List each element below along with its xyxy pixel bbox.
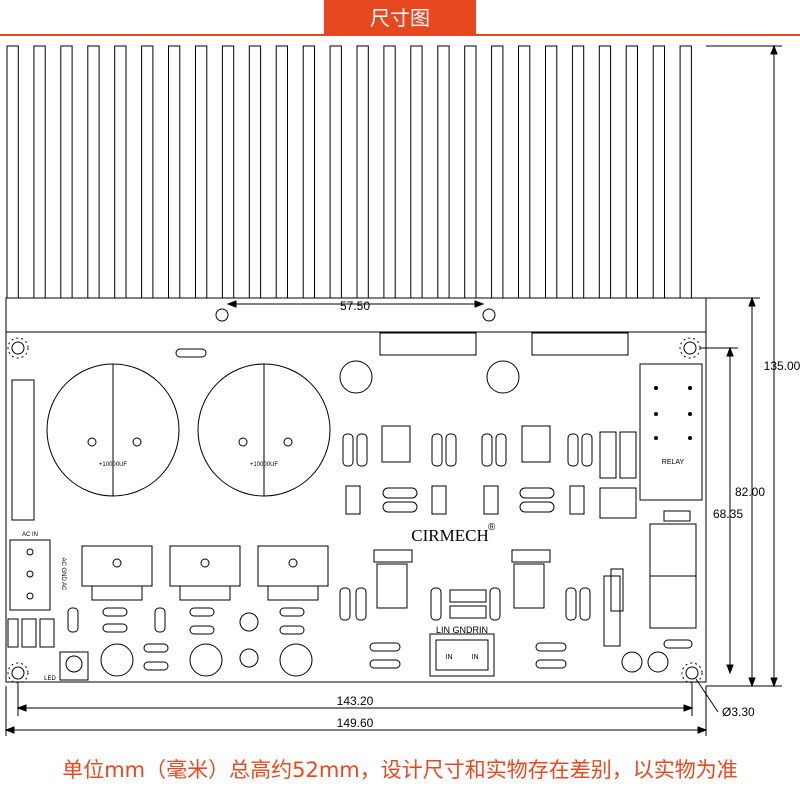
heatsink-fin [383,45,396,299]
dimension-board-height [706,296,760,688]
resistor-array-middle [342,431,637,515]
cap-small-1 [239,612,259,632]
cap-input-left [339,360,373,394]
heatsink-fin [410,45,423,299]
footer-note: 单位mm（毫米）总高约52mm，设计尺寸和实物存在差别，以实物为准 [62,758,738,782]
heatsink-fin [114,45,127,299]
dim-label-hole-horizontal: 143.20 [337,694,374,708]
heatsink-hole-left [215,308,229,322]
heatsink-fin [6,45,19,299]
heatsink-fin [248,45,262,299]
banner-title: 尺寸图 [324,0,476,36]
heatsink-fin [518,45,531,299]
heatsink-fin [464,45,477,299]
vertical-connector [603,575,621,647]
mounting-hole-top-left [7,337,29,359]
ac-input-terminal [9,539,51,611]
heatsink-fin [571,45,585,299]
cap-left-label: +10000UF [99,462,128,468]
power-transistor-3 [257,545,329,601]
heatsink-fin [329,45,342,299]
led-socket [59,651,89,681]
lower-middle-components [339,549,591,669]
dimension-total-height [706,44,782,688]
heatsink-fin [87,45,100,299]
heatsink-fin [652,45,666,299]
heatsink-fin [60,45,73,299]
filter-capacitor-right [197,363,331,497]
heatsink-fin [221,45,235,299]
cap-bottom-1 [100,643,134,677]
filter-capacitor-left [46,363,180,497]
dim-label-total-height: 135.00 [764,359,800,373]
heatsink-fin [356,45,369,299]
resistor-top [175,348,207,358]
board-brand-registered: ® [488,522,496,533]
cap-bottom-3 [279,643,313,677]
heatsink-fin [168,45,181,299]
dim-label-board-width: 149.60 [337,716,374,730]
mounting-hole-top-right [679,337,701,359]
heatsink-fin [195,45,208,299]
heatsink-fin [625,45,639,299]
header-connector-left [379,332,477,356]
dimension-hole-horizontal [16,684,694,716]
ic-socket-right [521,425,551,463]
heatsink-fin [141,45,154,299]
cap-input-right [486,360,520,394]
cap-right-label: +10000UF [250,462,279,468]
power-transistor-1 [81,545,153,601]
ic-socket-left [381,425,411,463]
input-terminal-label: LIN GNDRIN [436,625,488,635]
relay [639,363,703,501]
dimension-hole-diameter-leader [695,678,719,713]
heatsink-fin [545,45,558,299]
relay-label: RELAY [662,459,685,466]
fuse-holders [7,618,55,648]
input-terminal [429,633,495,677]
dimension-drawing: 57.50 135.00 82.00 68.35 143.20 149.60 Ø… [4,44,800,736]
heatsink-fin [679,45,692,299]
heatsink-fin [302,45,316,299]
header-connector-right [531,332,629,356]
dimension-board-width [4,686,708,736]
ac-terminal-labels: AC GND AC [60,557,66,591]
heatsink [6,45,692,299]
input-right-label: IN [472,654,479,661]
led-label: LED [44,676,56,682]
heatsink-hole-right [482,308,496,322]
pcb-board [5,331,707,683]
dimension-hole-vertical [700,346,738,675]
cap-relay-2 [647,651,669,673]
heatsink-fin [437,45,450,299]
heatsink-fin [275,45,289,299]
dim-label-hole-vertical: 68.35 [713,507,743,521]
cap-relay-1 [621,651,643,673]
vertical-resistor [610,568,624,612]
resistors-left-bottom [67,607,305,671]
heatsink-fin [491,45,504,299]
mounting-hole-bottom-right [681,662,703,684]
board-brand: CIRMECH [411,526,488,545]
bridge-rectifier [11,379,35,521]
heatsink-fin [598,45,612,299]
dim-label-heatsink-spacing: 57.50 [340,299,370,313]
header-banner: 尺寸图 [0,0,800,36]
cap-bottom-2 [189,643,223,677]
ic-ne5534-right [513,563,545,609]
cap-small-2 [239,648,259,668]
input-left-label: IN [446,654,453,661]
power-transistor-2 [169,545,241,601]
dim-label-board-height: 82.00 [735,485,765,499]
ac-in-label: AC IN [22,532,38,538]
mounting-hole-bottom-left [7,662,29,684]
ic-ne5534-left [376,563,408,609]
heatsink-fin [33,45,46,299]
dim-label-hole-diameter: Ø3.30 [722,705,755,719]
relay-driver-block [599,487,637,519]
